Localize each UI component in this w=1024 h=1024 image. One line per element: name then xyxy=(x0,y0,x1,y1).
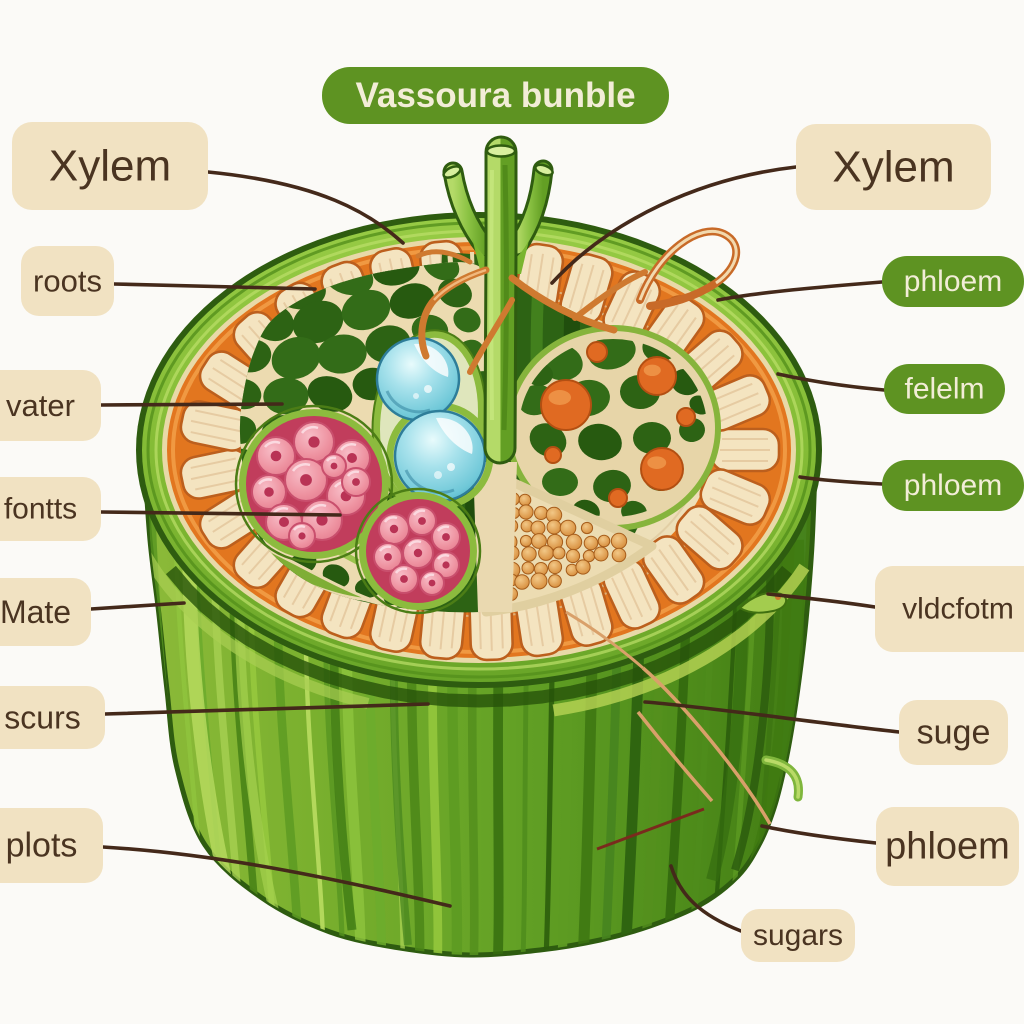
svg-text:sugars: sugars xyxy=(753,919,843,952)
svg-text:phloem: phloem xyxy=(904,265,1002,298)
svg-text:fontts: fontts xyxy=(4,493,77,526)
svg-text:vldcfotm: vldcfotm xyxy=(902,593,1014,626)
svg-text:Mate: Mate xyxy=(0,594,71,630)
svg-text:phloem: phloem xyxy=(904,469,1002,502)
svg-text:plots: plots xyxy=(6,827,78,865)
svg-text:roots: roots xyxy=(33,264,102,299)
svg-text:Vassoura bunble: Vassoura bunble xyxy=(355,76,635,115)
svg-text:vater: vater xyxy=(6,388,75,423)
svg-text:suge: suge xyxy=(917,714,991,752)
svg-text:felelm: felelm xyxy=(904,373,984,406)
svg-text:scurs: scurs xyxy=(4,700,80,736)
svg-text:Xylem: Xylem xyxy=(49,142,171,191)
svg-text:phloem: phloem xyxy=(885,826,1010,868)
svg-text:Xylem: Xylem xyxy=(832,143,954,192)
